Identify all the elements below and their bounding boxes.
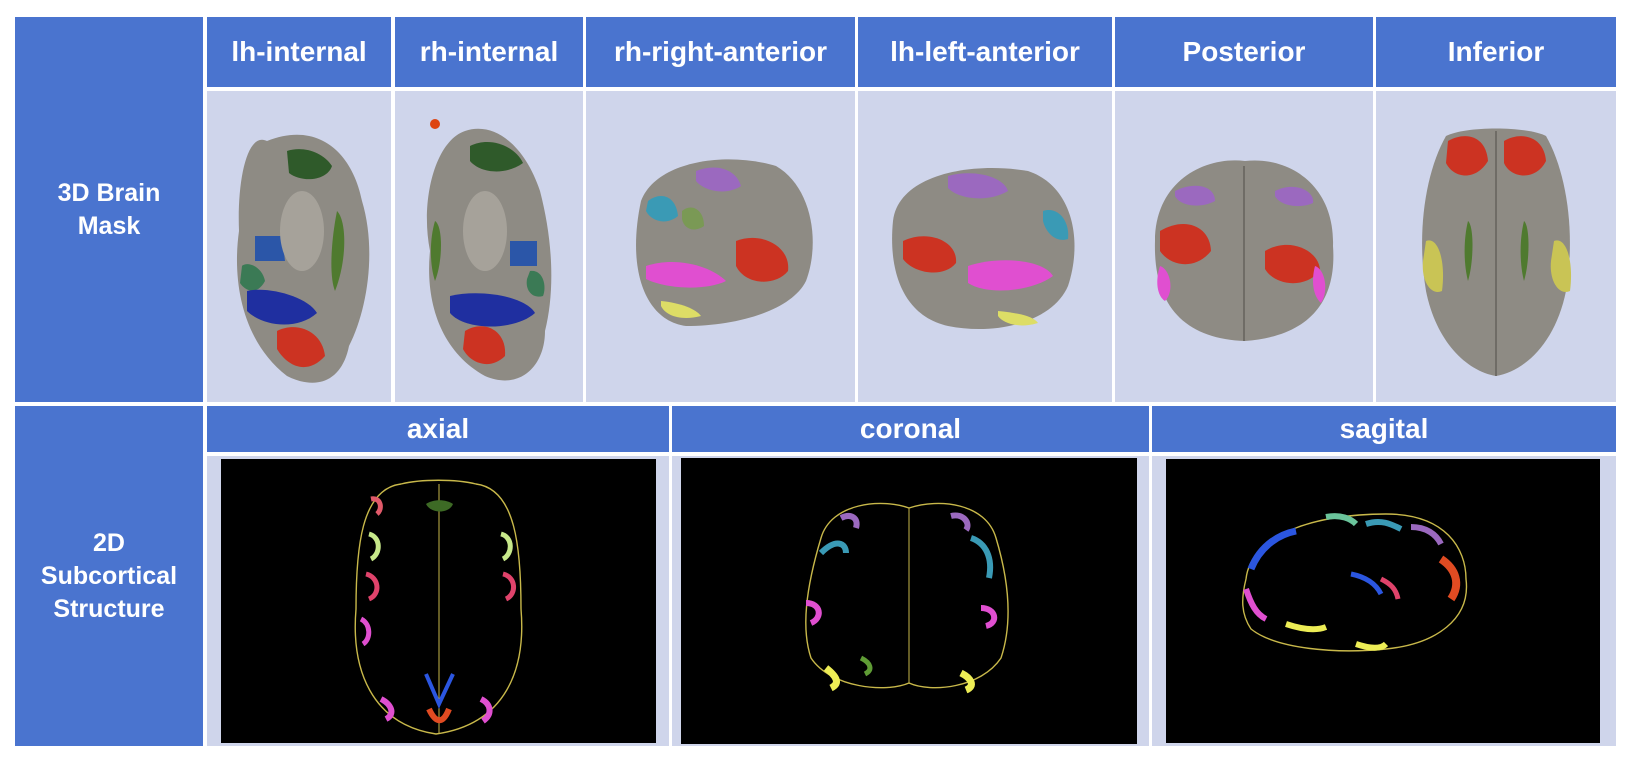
view-header-axial: axial xyxy=(207,406,669,452)
brain-render-rh-internal xyxy=(426,119,552,381)
panel-lh-left-anterior xyxy=(858,91,1112,402)
column-header-inferior: Inferior xyxy=(1376,17,1616,87)
row-header-line: Mask xyxy=(77,211,141,240)
column-header-lh-left-anterior: lh-left-anterior xyxy=(858,17,1112,87)
brain-render-lh-internal xyxy=(236,134,370,383)
view-header-sagital: sagital xyxy=(1152,406,1616,452)
column-header-rh-internal: rh-internal xyxy=(395,17,583,87)
brain-render-posterior xyxy=(1154,160,1334,341)
row-header-line: Structure xyxy=(53,594,165,623)
panel-coronal xyxy=(672,456,1149,746)
brain-render-lh-left-anterior xyxy=(892,168,1075,330)
panel-lh-internal xyxy=(207,91,391,402)
slice-render-axial xyxy=(354,479,523,735)
slice-coronal xyxy=(681,458,1137,744)
row-header-3d-brain-mask: 3D Brain Mask xyxy=(15,17,203,402)
column-header-lh-internal: lh-internal xyxy=(207,17,391,87)
panel-axial xyxy=(207,456,669,746)
slice-render-sagital xyxy=(1242,513,1468,652)
panel-rh-internal xyxy=(395,91,583,402)
column-header-rh-right-anterior: rh-right-anterior xyxy=(586,17,855,87)
row-header-2d-subcortical: 2D Subcortical Structure xyxy=(15,406,203,746)
row-header-line: 2D xyxy=(93,528,125,557)
slice-axial xyxy=(221,459,656,743)
view-header-coronal: coronal xyxy=(672,406,1149,452)
slice-render-coronal xyxy=(805,502,1009,694)
brain-render-inferior xyxy=(1422,128,1572,376)
slice-sagital xyxy=(1166,459,1600,743)
panel-inferior xyxy=(1376,91,1616,402)
panel-rh-right-anterior xyxy=(586,91,855,402)
row-header-line: 3D Brain xyxy=(57,178,161,207)
column-header-posterior: Posterior xyxy=(1115,17,1373,87)
panel-posterior xyxy=(1115,91,1373,402)
panel-sagital xyxy=(1152,456,1616,746)
brain-render-rh-right-anterior xyxy=(636,159,813,326)
row-header-line: Subcortical xyxy=(40,561,178,590)
